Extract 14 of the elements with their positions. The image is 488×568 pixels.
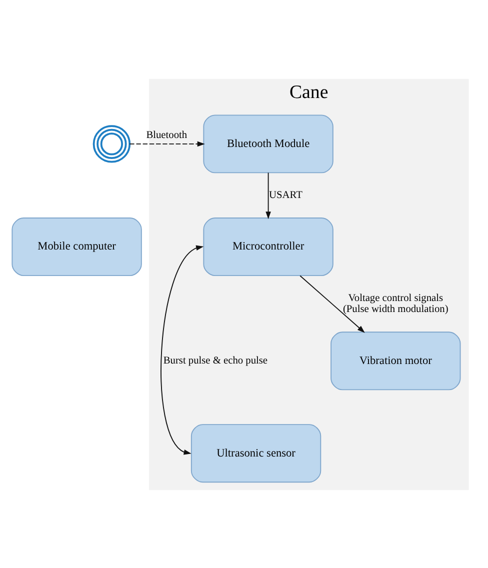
node-box: Ultrasonic sensor (190, 424, 322, 482)
node-box: Mobile computer (12, 217, 142, 276)
edge-label: Burst pulse & echo pulse (163, 355, 268, 366)
node-picture (92, 124, 131, 162)
arrow (160, 244, 204, 454)
arrow (300, 274, 365, 332)
arrow (129, 140, 205, 146)
node-box: Vibration motor (330, 331, 461, 390)
edge-label: Voltage control signals (Pulse width modulation) (342, 292, 448, 315)
arrow (266, 172, 271, 219)
edge-label: Bluetooth (146, 130, 188, 141)
node-box: Microcontroller (203, 217, 334, 276)
edge-label: USART (269, 189, 302, 200)
node-box: Bluetooth Module (203, 114, 334, 173)
